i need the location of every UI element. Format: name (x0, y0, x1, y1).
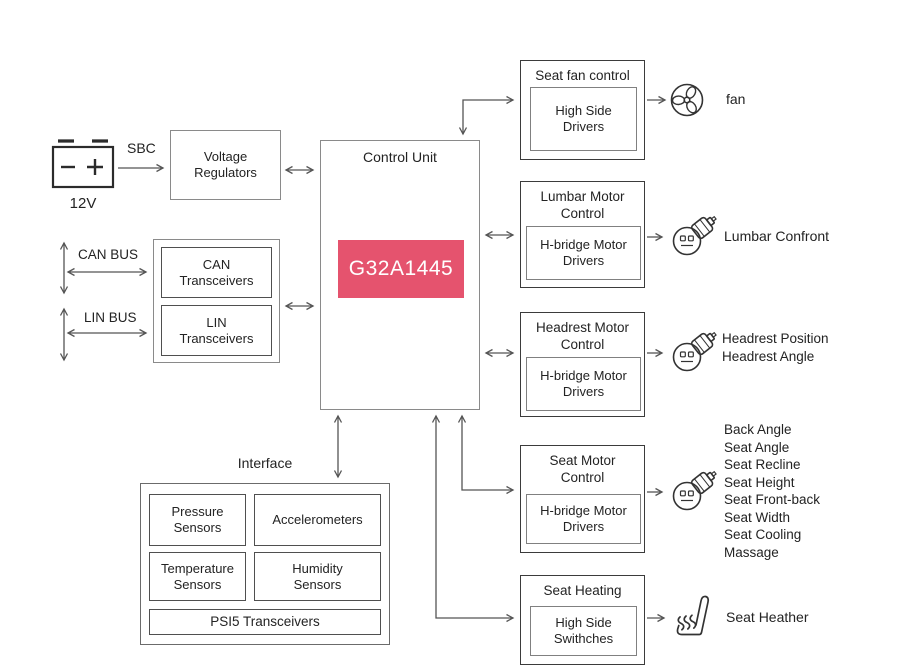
motor-icon (672, 215, 717, 256)
connector-control-unit-seat-heating (431, 414, 515, 623)
humidity-sensors-box: Humidity Sensors (254, 552, 381, 601)
driver-box: H-bridge Motor Drivers (526, 357, 641, 411)
voltage-regulators-box: Voltage Regulators (170, 130, 281, 200)
lin-transceivers-box: LIN Transceivers (161, 305, 272, 356)
driver-box: High Side Swithches (530, 606, 637, 656)
output-label-headrest: Headrest Position Headrest Angle (722, 331, 829, 364)
driver-box: High Side Drivers (530, 87, 637, 151)
module-box-seat-fan: Seat fan control High Side Drivers (520, 60, 645, 160)
module-box-seat-heating: Seat Heating High Side Swithches (520, 575, 645, 665)
battery-voltage-label: 12V (69, 195, 97, 212)
connector-control-unit-seat-motor (457, 414, 515, 495)
transceivers-box: CAN Transceivers LIN Transceivers (153, 239, 280, 363)
module-title: Lumbar Motor Control (540, 189, 625, 221)
module-box-lumbar-motor: Lumbar Motor Control H-bridge Motor Driv… (520, 181, 645, 288)
module-box-seat-motor: Seat Motor Control H-bridge Motor Driver… (520, 445, 645, 553)
module-title: Seat Heating (543, 583, 622, 598)
control-unit-title: Control Unit (363, 149, 437, 165)
interface-box: Pressure Sensors Accelerometers Temperat… (140, 483, 390, 645)
output-label-seat-heater: Seat Heather (726, 609, 809, 625)
output-label-lumbar: Lumbar Confront (724, 228, 830, 244)
accelerometers-box: Accelerometers (254, 494, 381, 546)
can-transceivers-box: CAN Transceivers (161, 247, 272, 298)
module-title: Seat Motor Control (549, 453, 616, 485)
module-title: Seat fan control (535, 68, 630, 83)
psi5-transceivers-box: PSI5 Transceivers (149, 609, 381, 635)
pressure-sensors-box: Pressure Sensors (149, 494, 246, 546)
motor-icon (672, 470, 717, 511)
motor-icon (672, 331, 717, 372)
output-label-fan: fan (726, 91, 746, 107)
battery-icon (51, 139, 115, 189)
interface-title: Interface (237, 455, 293, 471)
driver-box: H-bridge Motor Drivers (526, 226, 641, 280)
lin-bus-label: LIN BUS (84, 310, 137, 325)
temperature-sensors-box: Temperature Sensors (149, 552, 246, 601)
control-unit-box: Control Unit G32A1445 (320, 140, 480, 410)
g32a1445-chip: G32A1445 (338, 240, 464, 298)
output-label-seat-motor: Back Angle Seat Angle Seat Recline Seat … (724, 422, 821, 560)
can-bus-label: CAN BUS (78, 247, 139, 262)
fan-icon (670, 83, 704, 117)
connector-control-unit-seat-fan (458, 95, 515, 136)
driver-box: H-bridge Motor Drivers (526, 494, 641, 544)
sbc-label: SBC (127, 140, 156, 156)
module-title: Headrest Motor Control (535, 320, 630, 352)
module-box-headrest-motor: Headrest Motor Control H-bridge Motor Dr… (520, 312, 645, 417)
seat-heater-icon (676, 595, 710, 636)
